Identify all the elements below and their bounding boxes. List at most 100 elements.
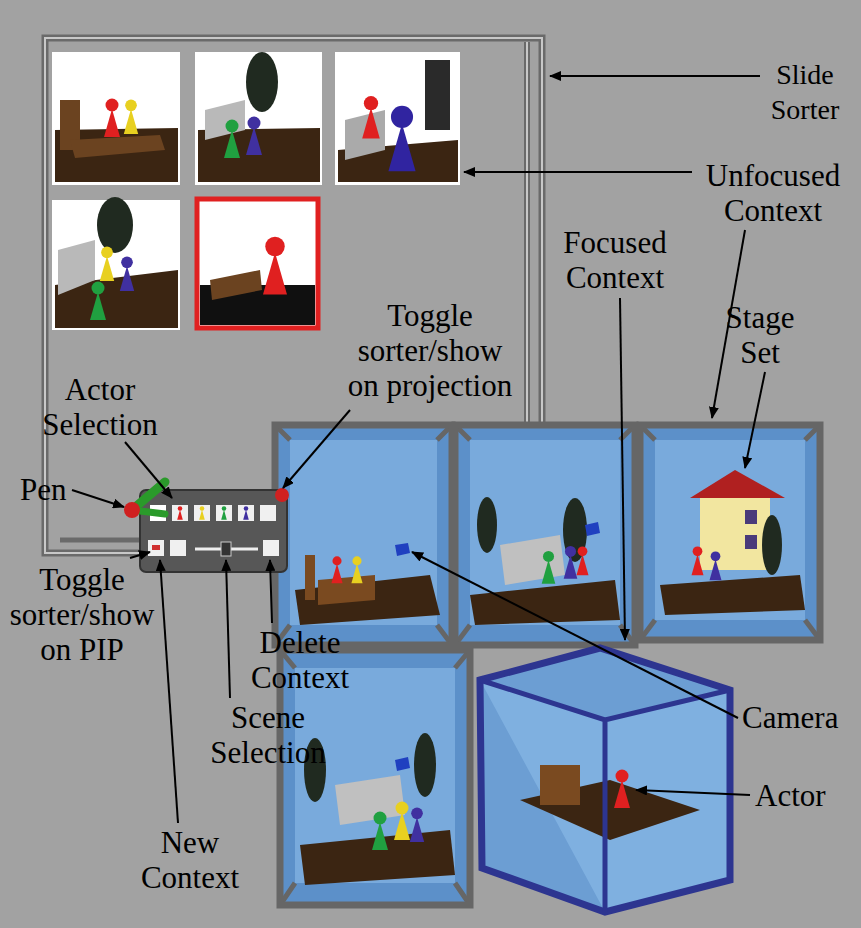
focused-stage-cube-part [480,648,730,912]
stage-cube-part [564,546,578,579]
leader-arrows-part [283,410,350,488]
stage-cube-part [640,425,820,640]
pip-tablet-part [140,490,287,572]
slide-thumbnails-part [335,52,460,185]
stage-cube-part [372,812,388,851]
stage-cube-part [295,575,440,625]
callout-label: Pen [20,472,67,507]
stage-cube-part [351,556,362,583]
slide-thumbnails-part [362,96,380,138]
slide-thumbnails-part [124,99,138,134]
slide-thumbnails-part [97,197,133,253]
stage-cube-part [745,535,757,549]
stage-cube-part [470,580,620,625]
callout-label: Camera [742,700,838,735]
stage-cube-part [577,546,589,575]
pen [124,482,165,518]
stage-cube-part [395,757,410,771]
stage-cube-part [394,802,410,841]
leader-arrows-part [412,552,738,718]
slide-thumbnails-part [70,135,165,158]
pip-tablet-part [199,506,205,519]
stage-cube-part [500,535,565,585]
stage-cube [275,425,452,645]
pip-tablet-part [172,505,188,521]
stage-cube-part [305,555,315,600]
stage-cube-part [700,495,770,570]
slide-sorter-frame-part [60,538,140,543]
callout-label: New Context [135,825,245,895]
pip-tablet-part [238,505,254,521]
stage-cube-part [410,807,424,842]
slide-thumbnails-part [246,117,262,156]
stage-cube-part [275,425,452,645]
slide-thumbnails-part [52,52,180,185]
slide-thumbnails-part [425,60,450,130]
stage-cube-part [655,440,805,620]
leader-arrows [72,76,765,823]
stage-cube-part [745,510,757,524]
focused-stage-cube [480,648,730,912]
callout-label: Toggle sorter/show on PIP [7,562,157,667]
stage-cube-part [335,775,405,825]
slide-thumbnails-part [120,256,134,291]
slide-thumbnails-part [246,52,278,112]
slide-thumbnails-part [263,237,287,295]
focused-stage-cube-part [480,680,730,912]
pip-tablet-part [152,545,160,550]
pip-tablet-part [263,540,279,556]
leader-arrows-part [745,372,765,468]
pip-tablet-part [216,505,232,521]
slide-sorter-frame-part [526,42,528,430]
focused-stage-cube-part [540,765,580,805]
slide-thumbnails-part [197,199,318,328]
callout-label: Focused Context [555,225,675,295]
stage-cube [640,425,820,640]
callout-label: Actor Selection [38,372,163,442]
stage-cube-part [710,551,722,580]
leader-arrows-part [636,790,750,795]
stage-cube-part [455,425,635,645]
slide-thumbnails [52,52,460,330]
stage-cube-part [414,733,436,797]
stage-cube-part [275,425,452,645]
callout-label: Scene Selection [206,700,331,770]
slide-thumbnails-part [100,246,114,281]
stage-cube-part [640,425,820,640]
leader-arrows-part [464,171,692,173]
callout-label: Stage Set [719,300,801,370]
pen-part [124,502,140,518]
stage-cube-part [692,546,704,575]
pip-tablet-part [275,488,289,502]
callout-label: Slide Sorter [750,57,860,127]
callout-label: Toggle sorter/show on projection [344,298,516,403]
pip-tablet-part [148,540,164,556]
pip-tablet-part [221,506,227,519]
slide-thumbnails-part [58,240,95,295]
stage-cube-part [318,575,375,605]
slide-thumbnails-part [90,282,106,321]
stage-cube-part [640,425,820,640]
pip-tablet-part [243,506,249,519]
stage-cube-part [470,440,620,625]
focused-stage-cube-part [614,770,630,809]
slide-thumbnails-part [205,100,245,140]
leader-arrows-part [620,298,625,640]
leader-arrows-part [550,75,760,77]
slide-thumbnails-part [224,120,240,159]
stage-cube-part [762,515,782,575]
stage-cube-part [331,556,342,583]
leader-arrows-part [72,490,124,507]
pip-tablet-part [260,505,276,521]
leader-arrows-part [125,442,172,498]
leader-arrows-part [160,560,178,823]
stage-cube-part [690,470,785,498]
slide-thumbnails-part [388,106,415,171]
focused-stage-cube-part [480,648,730,912]
stage-cube-part [585,522,600,536]
slide-thumbnails-part [195,52,322,185]
callout-label: Actor [755,778,826,813]
pip-tablet-part [170,540,186,556]
